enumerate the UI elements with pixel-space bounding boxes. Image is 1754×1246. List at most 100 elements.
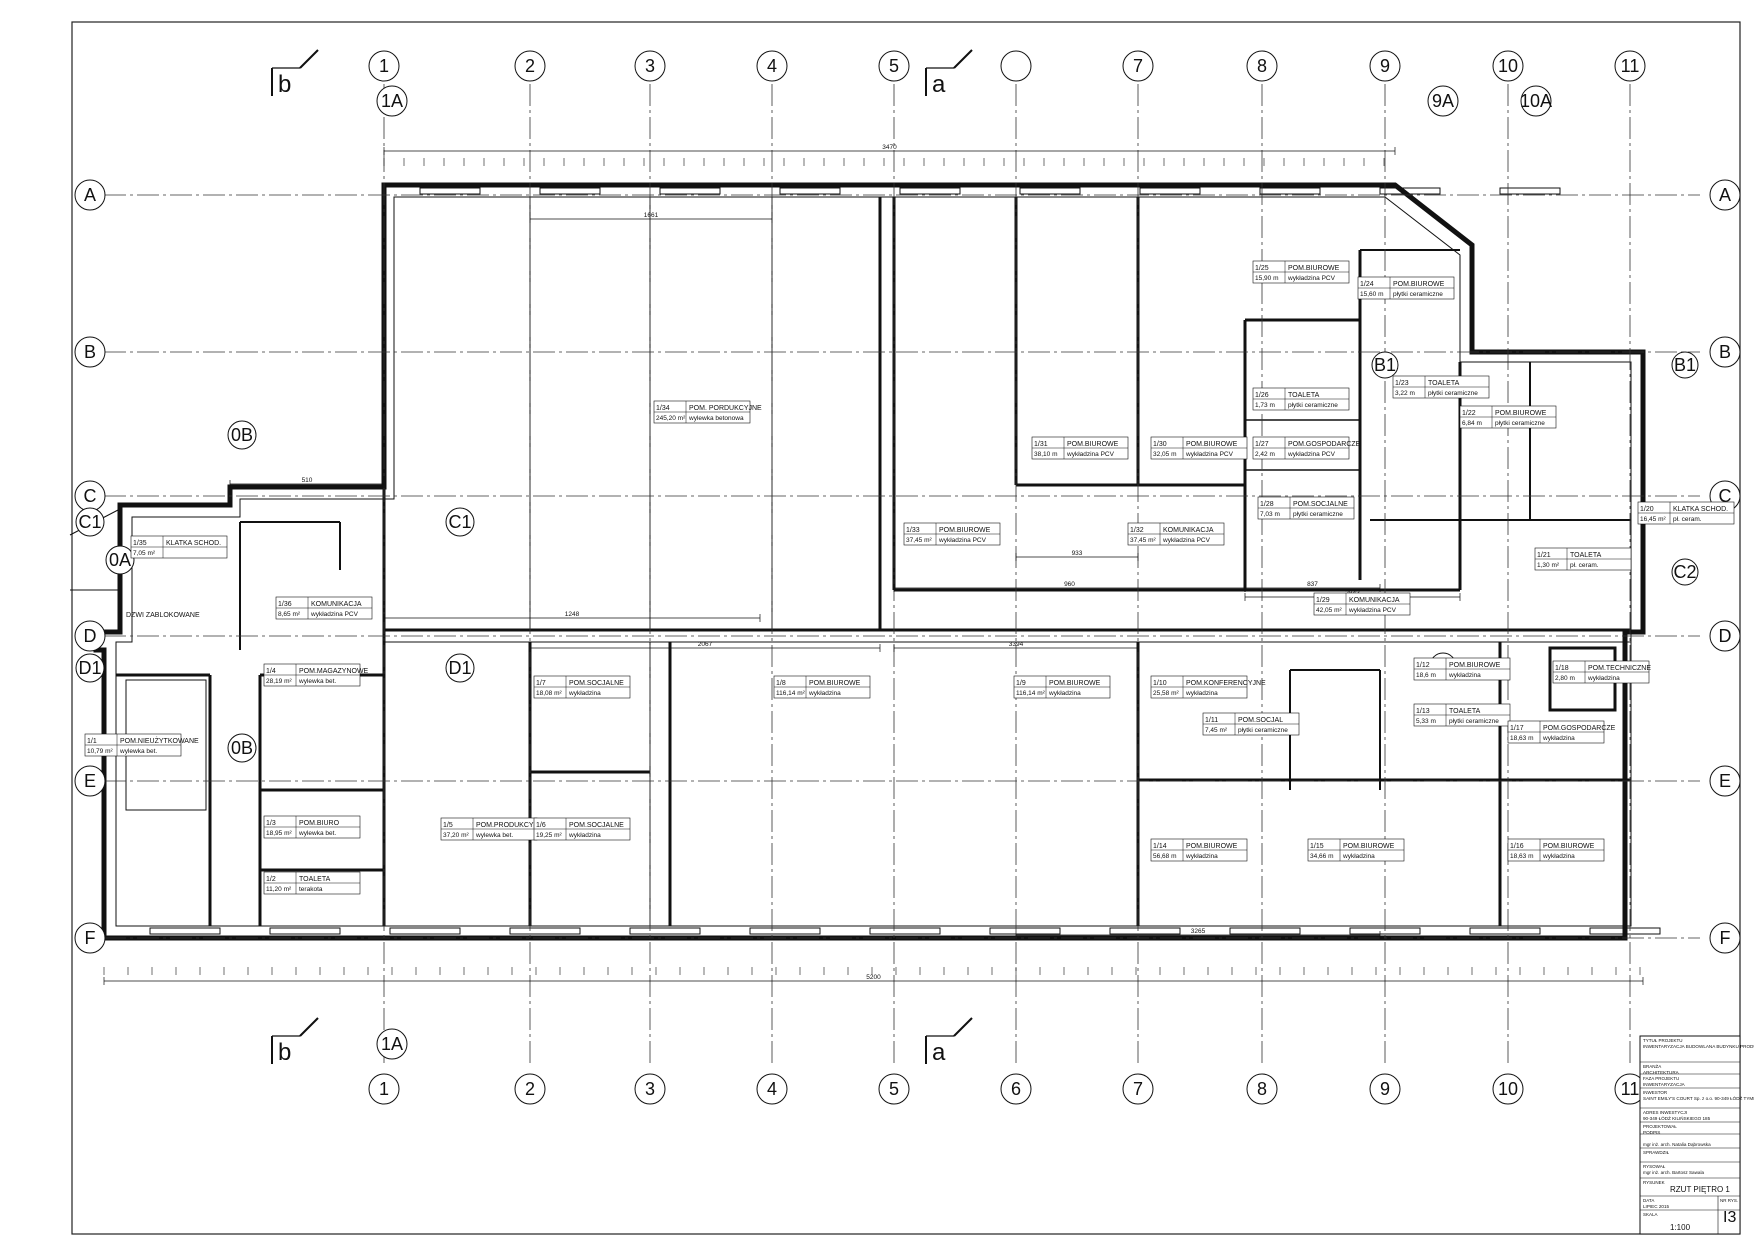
dim-2067: 2067 xyxy=(529,641,881,652)
room-floor: wykładzina PCV xyxy=(1287,275,1336,282)
room-floor: płytki ceramiczne xyxy=(1495,420,1545,427)
svg-text:5: 5 xyxy=(889,56,899,76)
grid-bubble-top-2: 2 xyxy=(514,50,546,82)
room-id: 1/9 xyxy=(1016,680,1026,687)
title-block-value: INWENTARYZACJA xyxy=(1643,1082,1686,1087)
room-area: 6,84 m xyxy=(1462,420,1482,427)
window-north xyxy=(779,187,841,195)
room-id: 1/36 xyxy=(278,601,292,608)
room-floor: pł. ceram. xyxy=(1673,516,1702,523)
svg-text:10A: 10A xyxy=(1520,91,1552,111)
room-area: 37,45 m² xyxy=(1130,537,1156,544)
grid-bubble-d1-left: D1 xyxy=(75,653,105,683)
grid-axes xyxy=(104,84,1700,1065)
room-area: 37,45 m² xyxy=(906,537,932,544)
room-id: 1/24 xyxy=(1360,281,1374,288)
svg-text:1661: 1661 xyxy=(644,212,659,219)
svg-text:5: 5 xyxy=(889,1079,899,1099)
room-floor: terakota xyxy=(299,886,323,893)
room-name: KLATKA SCHOD. xyxy=(166,540,221,547)
svg-text:2: 2 xyxy=(525,56,535,76)
section-b-top: b xyxy=(271,49,319,98)
room-id: 1/1 xyxy=(87,738,97,745)
svg-text:2067: 2067 xyxy=(698,641,713,648)
room-id: 1/22 xyxy=(1462,410,1476,417)
title-block-value: mgr inż. arch. Bartosz Sawala xyxy=(1643,1170,1704,1175)
room-id: 1/17 xyxy=(1510,725,1524,732)
svg-text:960: 960 xyxy=(1064,581,1075,588)
svg-text:B1: B1 xyxy=(1674,355,1696,375)
room-name: POM.BIUROWE xyxy=(1186,441,1238,448)
svg-text:0B: 0B xyxy=(231,425,253,445)
svg-text:C: C xyxy=(84,486,97,506)
room-id: 1/12 xyxy=(1416,662,1430,669)
grid-bubble-right-d: D xyxy=(1709,620,1741,652)
grid-bubble-top-10: 10 xyxy=(1492,50,1524,82)
grid-bubble-c1-left: C1 xyxy=(75,507,105,537)
room-floor: wykładzina PCV xyxy=(1066,451,1115,458)
sheet-number: I3 xyxy=(1723,1209,1736,1226)
room-id: 1/34 xyxy=(656,405,670,412)
svg-text:10: 10 xyxy=(1498,1079,1518,1099)
svg-text:8: 8 xyxy=(1257,56,1267,76)
window-south xyxy=(629,927,701,935)
room-name: TOALETA xyxy=(1570,552,1602,559)
section-b-bottom: b xyxy=(271,1017,319,1066)
sheet-frame xyxy=(71,21,1741,1235)
grid-bubble-top-1: 1 xyxy=(368,50,400,82)
svg-text:10: 10 xyxy=(1498,56,1518,76)
svg-text:3470: 3470 xyxy=(882,144,897,151)
title-block-value: SAINT EMILY'S COURT Sp. z o.o. 90-349 ŁÓ… xyxy=(1643,1095,1754,1101)
svg-text:a: a xyxy=(932,1039,946,1066)
room-name: POM.GOSPODARCZE xyxy=(1543,725,1616,732)
room-area: 8,65 m² xyxy=(278,611,301,618)
dim-3265: 3265 xyxy=(1015,928,1381,939)
svg-text:7: 7 xyxy=(1133,1079,1143,1099)
grid-bubble-bottom-6: 6 xyxy=(1000,1073,1032,1105)
room-area: 18,63 m xyxy=(1510,853,1534,860)
room-id: 1/25 xyxy=(1255,265,1269,272)
room-area: 15,90 m xyxy=(1255,275,1279,282)
svg-text:B: B xyxy=(84,342,96,362)
room-id: 1/3 xyxy=(266,820,276,827)
dim-overall-top: 3470 xyxy=(383,144,1396,155)
svg-text:1A: 1A xyxy=(381,1034,403,1054)
room-floor: wykładzina xyxy=(1185,690,1218,697)
grid-bubble-bottom-4: 4 xyxy=(756,1073,788,1105)
svg-text:C1: C1 xyxy=(448,512,471,532)
room-name: POM.SOCJALNE xyxy=(569,680,624,687)
title-block-label: NR RYS. xyxy=(1720,1198,1738,1203)
room-floor: wykładzina xyxy=(568,690,601,697)
svg-text:9A: 9A xyxy=(1432,91,1454,111)
grid-bubble-b1-right: B1 xyxy=(1671,351,1699,379)
grid-bubble-9a-top: 9A xyxy=(1427,85,1459,117)
grid-bubble-bottom-1: 1 xyxy=(368,1073,400,1105)
room-area: 18,6 m xyxy=(1416,672,1436,679)
room-area: 15,60 m xyxy=(1360,291,1384,298)
svg-text:510: 510 xyxy=(302,477,313,484)
room-floor: wykładzina xyxy=(1185,853,1218,860)
svg-text:1A: 1A xyxy=(381,91,403,111)
room-floor: wylewka bet. xyxy=(298,678,336,685)
dim-960: 960 xyxy=(893,581,1246,592)
room-name: POM.SOCJALNE xyxy=(1293,501,1348,508)
room-floor: wykładzina xyxy=(1542,853,1575,860)
room-name: POM.BIUROWE xyxy=(1449,662,1501,669)
room-name: KLATKA SCHOD. xyxy=(1673,506,1728,513)
room-area: 5,33 m xyxy=(1416,718,1436,725)
title-block-value: 1:100 xyxy=(1670,1223,1691,1232)
room-area: 16,45 m² xyxy=(1640,516,1666,523)
room-id: 1/10 xyxy=(1153,680,1167,687)
